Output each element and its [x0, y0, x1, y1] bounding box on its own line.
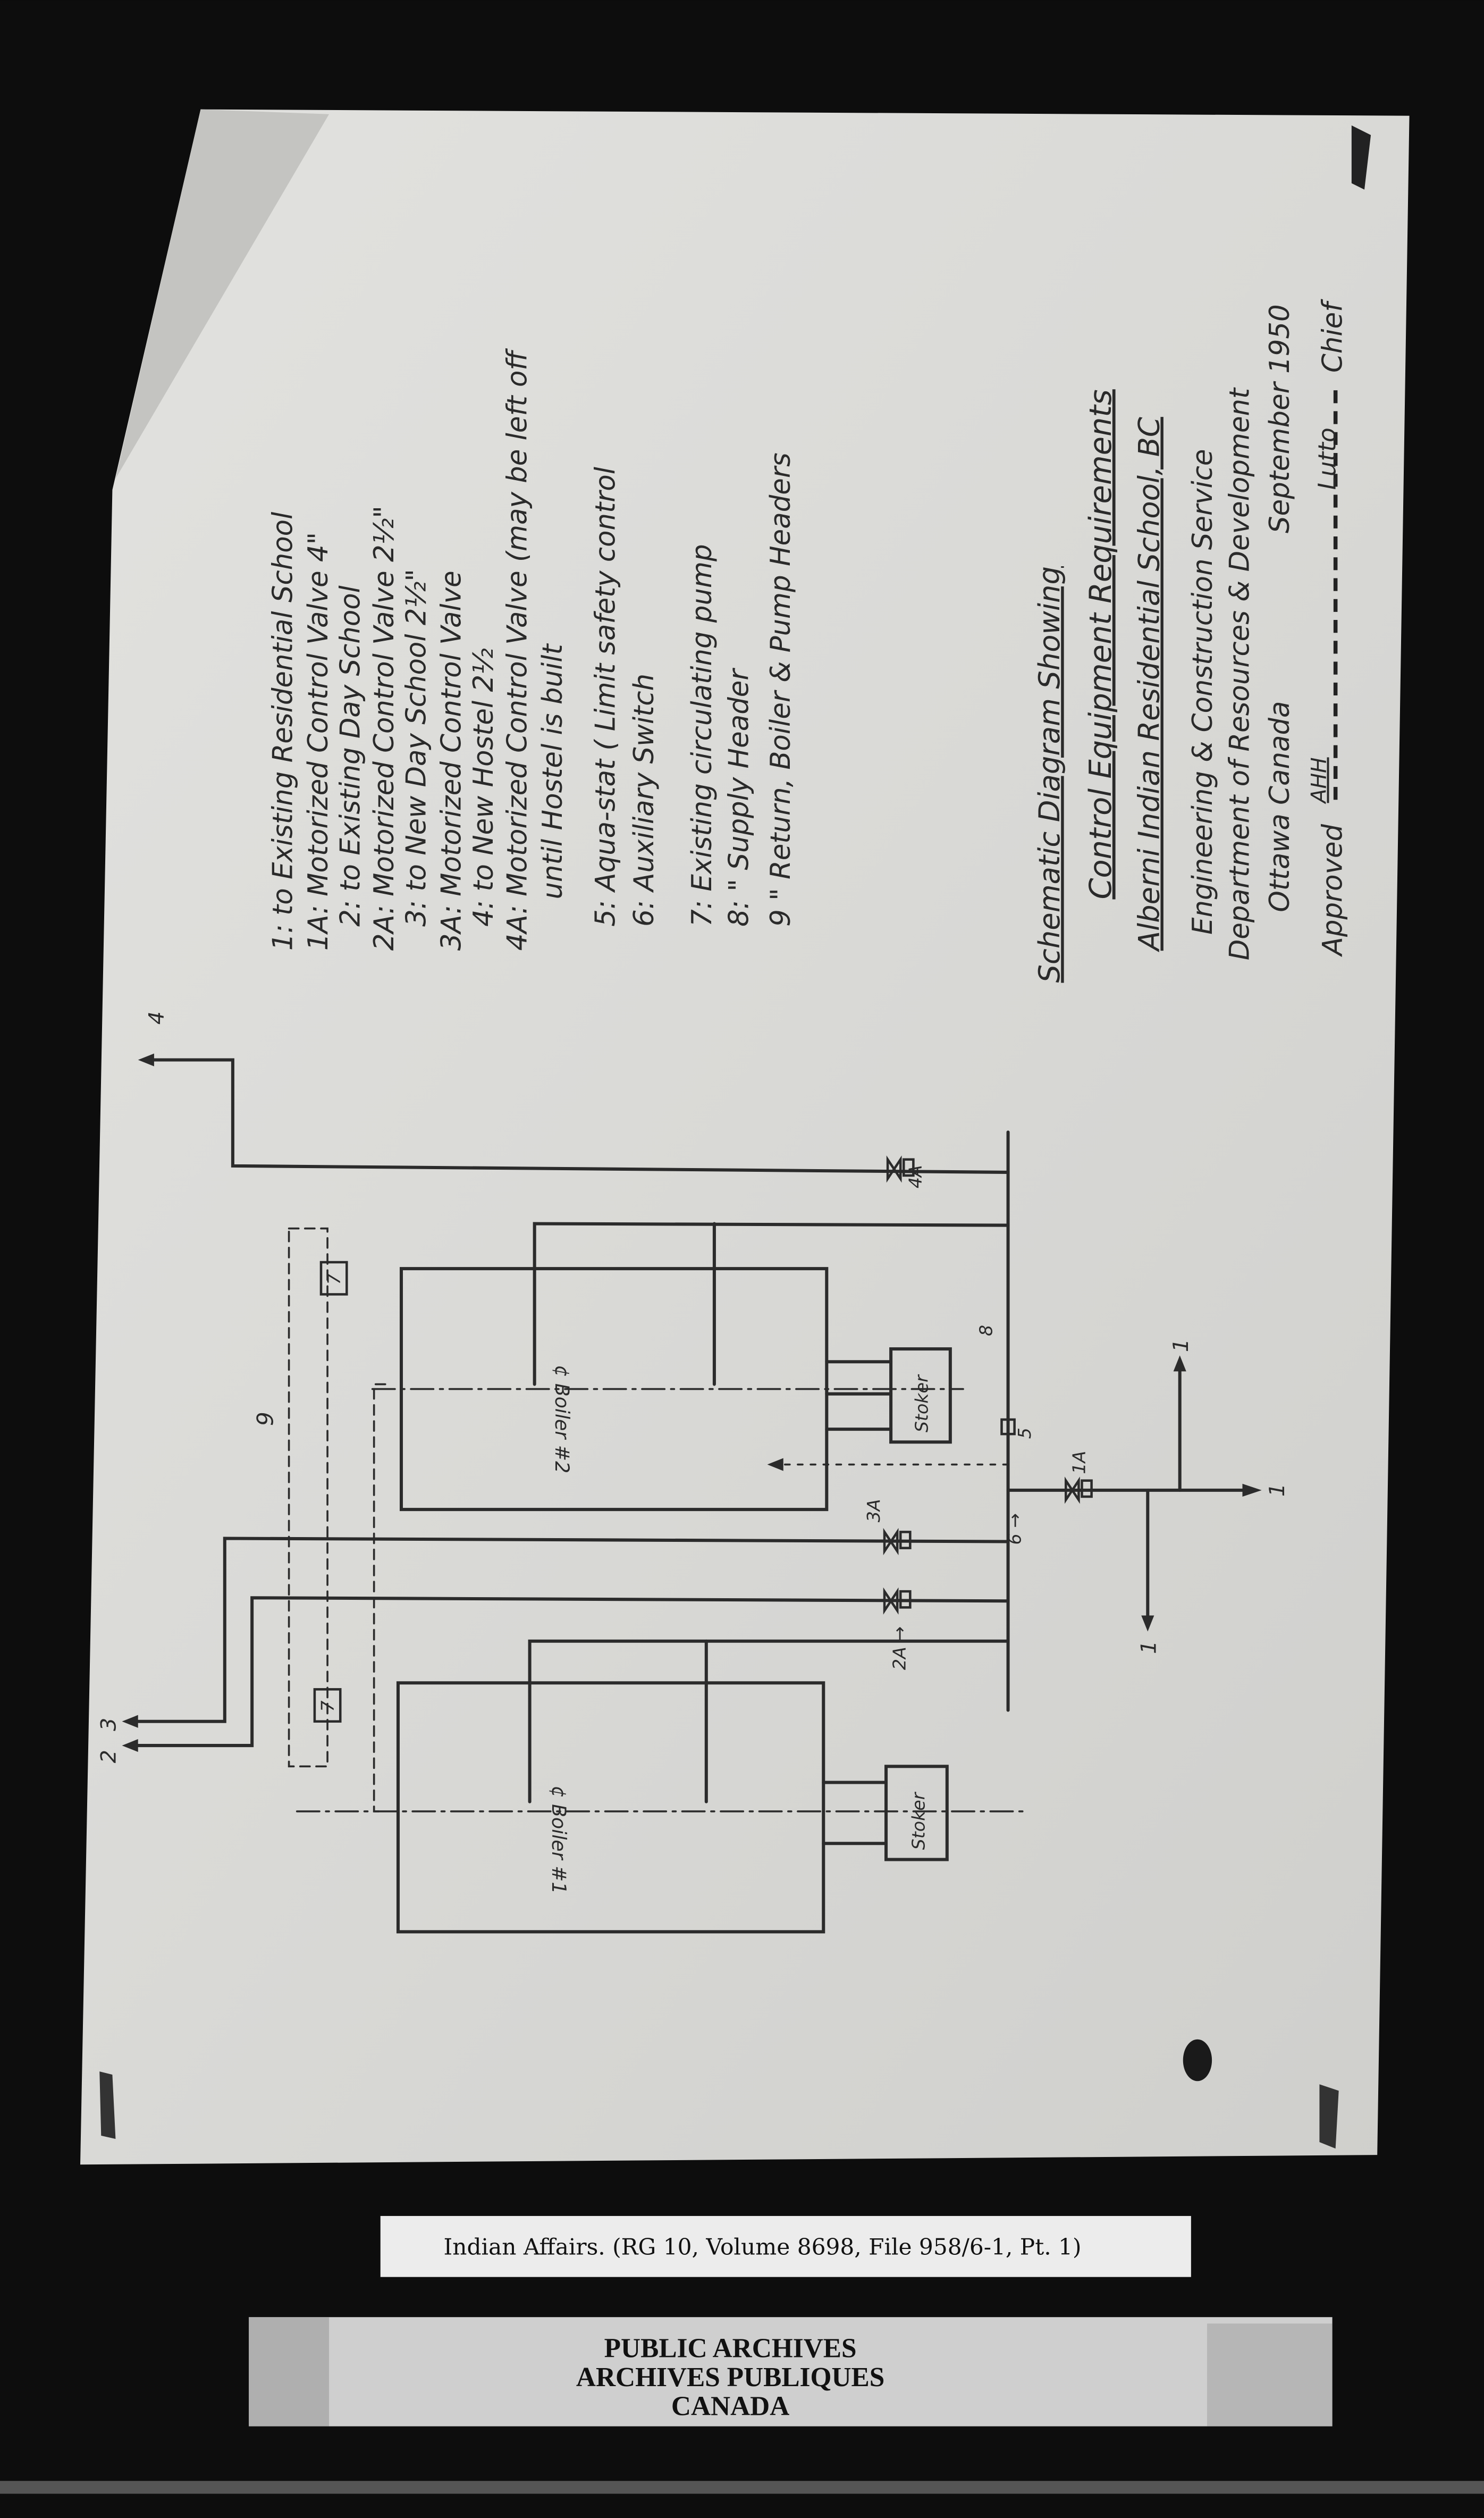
arrow-icon [1242, 1483, 1262, 1497]
pipe-to-existing-day-school [130, 1596, 1010, 1748]
label-3a: 3A [863, 1499, 884, 1522]
label-8: 8 [975, 1325, 996, 1336]
legend-item: 3: to New Day School 2½" [400, 569, 432, 927]
control-wiring-loop [288, 1227, 328, 1768]
paper-sheet [80, 109, 1410, 2165]
ink-blot [1183, 2039, 1212, 2081]
legend-item: 1A: Motorized Control Valve 4" [302, 532, 334, 951]
tack-mark-bottom-left [99, 2071, 116, 2139]
chief-label: Chief [1317, 299, 1349, 373]
archive-reference: Indian Affairs. (RG 10, Volume 8698, Fil… [444, 2234, 1082, 2260]
legend-item: 2A: Motorized Control Valve 2½" [368, 506, 400, 951]
label-4a: 4A [905, 1165, 925, 1188]
bottom-film-edge [0, 2481, 1484, 2494]
control-wiring-boilers [373, 1383, 386, 1812]
pump-box [319, 1261, 348, 1296]
approved-label: Approved [1317, 824, 1349, 957]
legend-item: 8: " Supply Header [723, 668, 755, 927]
legend-item: 7: Existing circulating pump [686, 544, 718, 926]
valve-3a-icon [883, 1527, 899, 1556]
stoker-1 [884, 1765, 949, 1861]
legend-item: 3A: Motorized Control Valve [436, 570, 468, 951]
label-1: 1 [1137, 1641, 1161, 1654]
strip-shadow-right [1207, 2323, 1333, 2427]
legend-item: 1: to Existing Residential School [267, 511, 299, 951]
valves [313, 1155, 1093, 1723]
reference-label-card [380, 2215, 1191, 2277]
arrow-icon [767, 1458, 783, 1471]
label-2: 2 [97, 1750, 121, 1763]
archive-stamp-line: ARCHIVES PUBLIQUES [576, 2362, 884, 2393]
signature: Lutto [1313, 427, 1342, 490]
pump-box [313, 1688, 342, 1723]
schematic-diagram: Stoker Stoker ¢ Boiler #2 ¢ Boiler #1 7 … [97, 1011, 1289, 1934]
arrow-icon [1173, 1355, 1186, 1372]
label-9: 9 [252, 1412, 278, 1426]
title-line-2: Control Equipment Requirements [1083, 389, 1118, 899]
boiler-1-label: ¢ Boiler #1 [547, 1786, 570, 1894]
folded-corner [115, 109, 330, 479]
label-5: 5 [1014, 1428, 1035, 1439]
pump-label: 7 [324, 1273, 344, 1285]
aquastat-icon [1000, 1418, 1016, 1436]
boiler-1 [396, 1681, 825, 1934]
title-block: Schematic Diagram Showing Control Equipm… [1033, 299, 1349, 983]
label-4: 4 [145, 1011, 169, 1025]
archive-stamp-strip [249, 2317, 1333, 2427]
stoker-label: Stoker [912, 1374, 932, 1432]
tack-mark-bottom-right [1319, 2084, 1339, 2149]
boiler2-supply [533, 1222, 1010, 1386]
title-line-3: Alberni Indian Residential School, BC [1132, 417, 1166, 952]
stoker-label: Stoker [908, 1791, 929, 1850]
date: September 1950 [1264, 304, 1296, 533]
arrow-icon [122, 1739, 138, 1752]
valve-2a-icon [883, 1587, 899, 1615]
legend-item: 4: to New Hostel 2½ [468, 648, 500, 927]
boiler1-supply [528, 1639, 1010, 1803]
label-1: 1 [1169, 1339, 1193, 1352]
strip-shadow-left [249, 2317, 330, 2427]
label-2a: 2A → [889, 1626, 909, 1670]
legend-item: 9 " Return, Boiler & Pump Headers [765, 452, 797, 927]
boiler-2-label: ¢ Boiler #2 [551, 1365, 574, 1473]
city: Ottawa Canada [1264, 701, 1296, 912]
legend-item: 6: Auxiliary Switch [628, 674, 660, 927]
archive-stamp-line: PUBLIC ARCHIVES [604, 2334, 857, 2364]
arrow-icon [1141, 1615, 1154, 1632]
valve-1a-icon [1065, 1476, 1080, 1504]
legend-item: 4A: Motorized Control Valve (may be left… [502, 348, 534, 951]
legend-item: until Hostel is built [537, 643, 569, 900]
arrow-icon [138, 1053, 154, 1067]
valve-4a-icon [886, 1155, 902, 1183]
legend-item: 5: Aqua-stat ( Limit safety control [590, 466, 622, 927]
pipe-to-hostel [146, 1058, 1010, 1174]
title-line-1: Schematic Diagram Showing [1033, 566, 1066, 983]
legend: 1: to Existing Residential School 1A: Mo… [267, 348, 797, 951]
label-6: 6 → [1005, 1513, 1025, 1545]
office-name: Engineering & Construction Service [1187, 449, 1219, 934]
label-3: 3 [97, 1718, 121, 1731]
tack-mark-top-right [1351, 125, 1371, 190]
legend-item: 2: to Existing Day School [334, 585, 366, 927]
pipe-to-new-day-school [130, 1537, 1010, 1723]
approved-initials: AHH [1308, 757, 1331, 804]
pump-label: 7 [317, 1701, 338, 1712]
label-1: 1 [1266, 1483, 1289, 1497]
arrow-icon [122, 1715, 138, 1728]
department-name: Department of Resources & Development [1224, 387, 1256, 960]
label-1a: 1A [1069, 1451, 1090, 1474]
archive-stamp-line: CANADA [671, 2391, 789, 2421]
